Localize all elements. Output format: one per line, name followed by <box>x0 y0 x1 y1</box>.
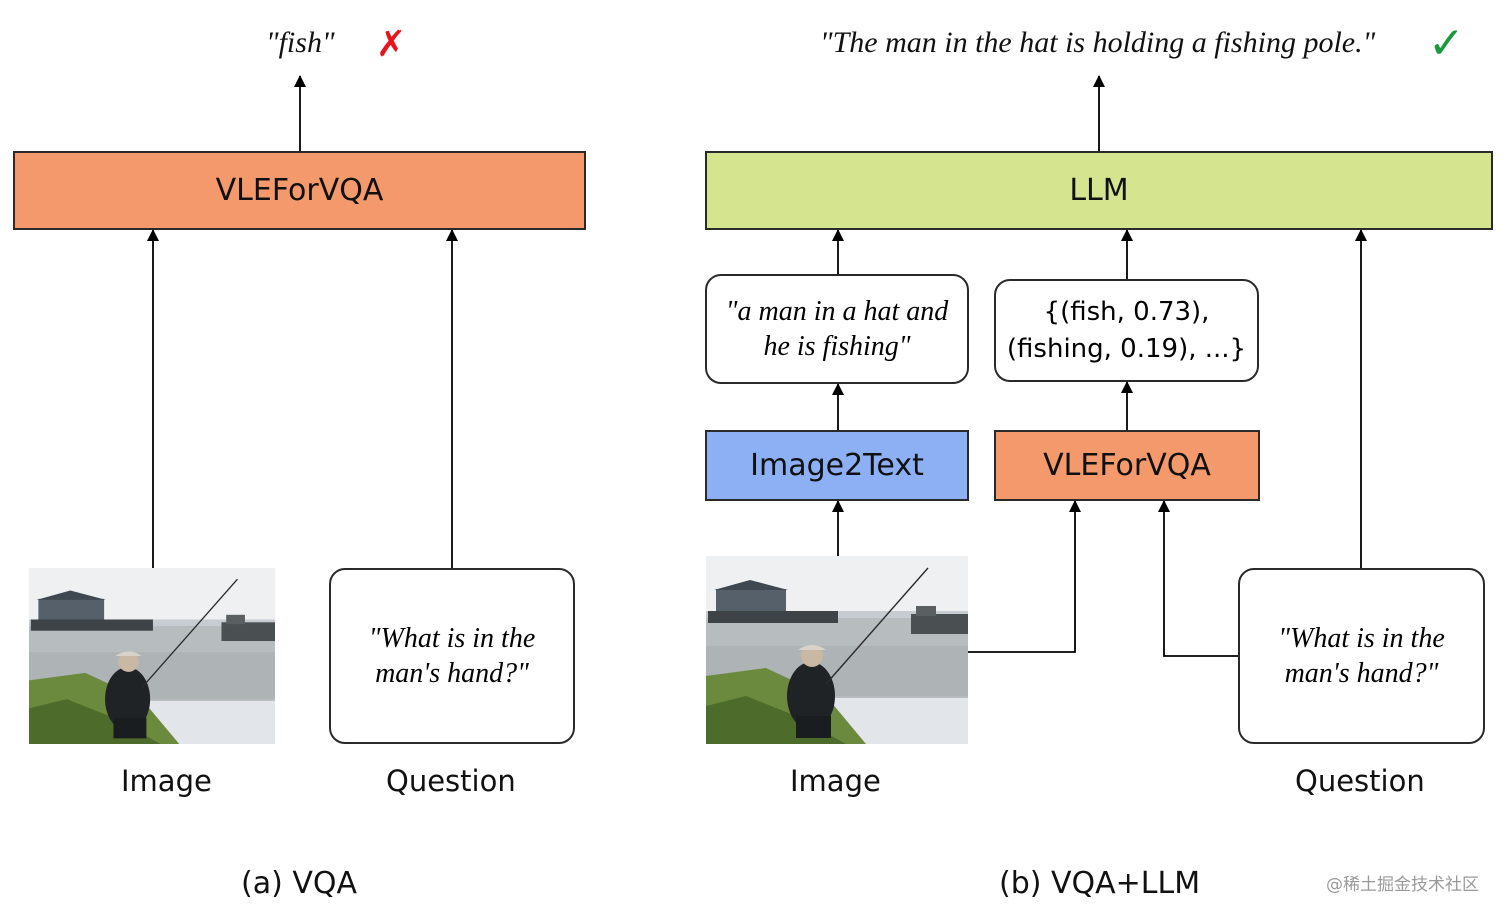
question-box: "What is in the man's hand?" <box>329 568 575 744</box>
caption-line-1: "a man in a hat and <box>725 296 949 327</box>
answers-line-1: {(fish, 0.73), <box>1043 296 1210 327</box>
vqa-output-text: "fish" <box>266 26 335 59</box>
question-line-1: "What is in the <box>368 623 536 654</box>
answers-line-2: (fishing, 0.19), ...} <box>1006 333 1247 364</box>
panel-a-caption: (a) VQA <box>241 866 357 901</box>
check-mark-icon: ✓ <box>1428 18 1465 69</box>
image-label: Image <box>121 764 212 798</box>
image2text-box: Image2Text <box>705 430 969 501</box>
cross-mark-icon: ✗ <box>376 24 407 65</box>
caption-line-2: he is fishing" <box>763 331 911 362</box>
panel-b-caption: (b) VQA+LLM <box>999 866 1201 901</box>
man-fishing-photo <box>706 556 968 744</box>
question-line-1: "What is in the <box>1278 623 1445 654</box>
llm-box: LLM <box>705 151 1493 230</box>
question-line-2: man's hand?" <box>1284 658 1439 689</box>
question-line-2: man's hand?" <box>375 658 529 689</box>
image-label-b: Image <box>790 764 881 798</box>
question-label-b: Question <box>1295 764 1425 798</box>
watermark: @稀土掘金技术社区 <box>1326 875 1479 895</box>
question-box-b: "What is in the man's hand?" <box>1238 568 1485 744</box>
man-fishing-photo <box>29 568 275 744</box>
question-label: Question <box>386 764 516 798</box>
llm-output-text: "The man in the hat is holding a fishing… <box>820 26 1376 59</box>
vqa-model-box-b: VLEForVQA <box>994 430 1260 501</box>
caption-box: "a man in a hat and he is fishing" <box>705 274 969 384</box>
arrow-image-to-vqa-b <box>968 500 1081 653</box>
arrow-question-to-vqa-b <box>1158 500 1238 657</box>
answers-box: {(fish, 0.73), (fishing, 0.19), ...} <box>994 279 1259 382</box>
vqa-model-box: VLEForVQA <box>13 151 586 230</box>
